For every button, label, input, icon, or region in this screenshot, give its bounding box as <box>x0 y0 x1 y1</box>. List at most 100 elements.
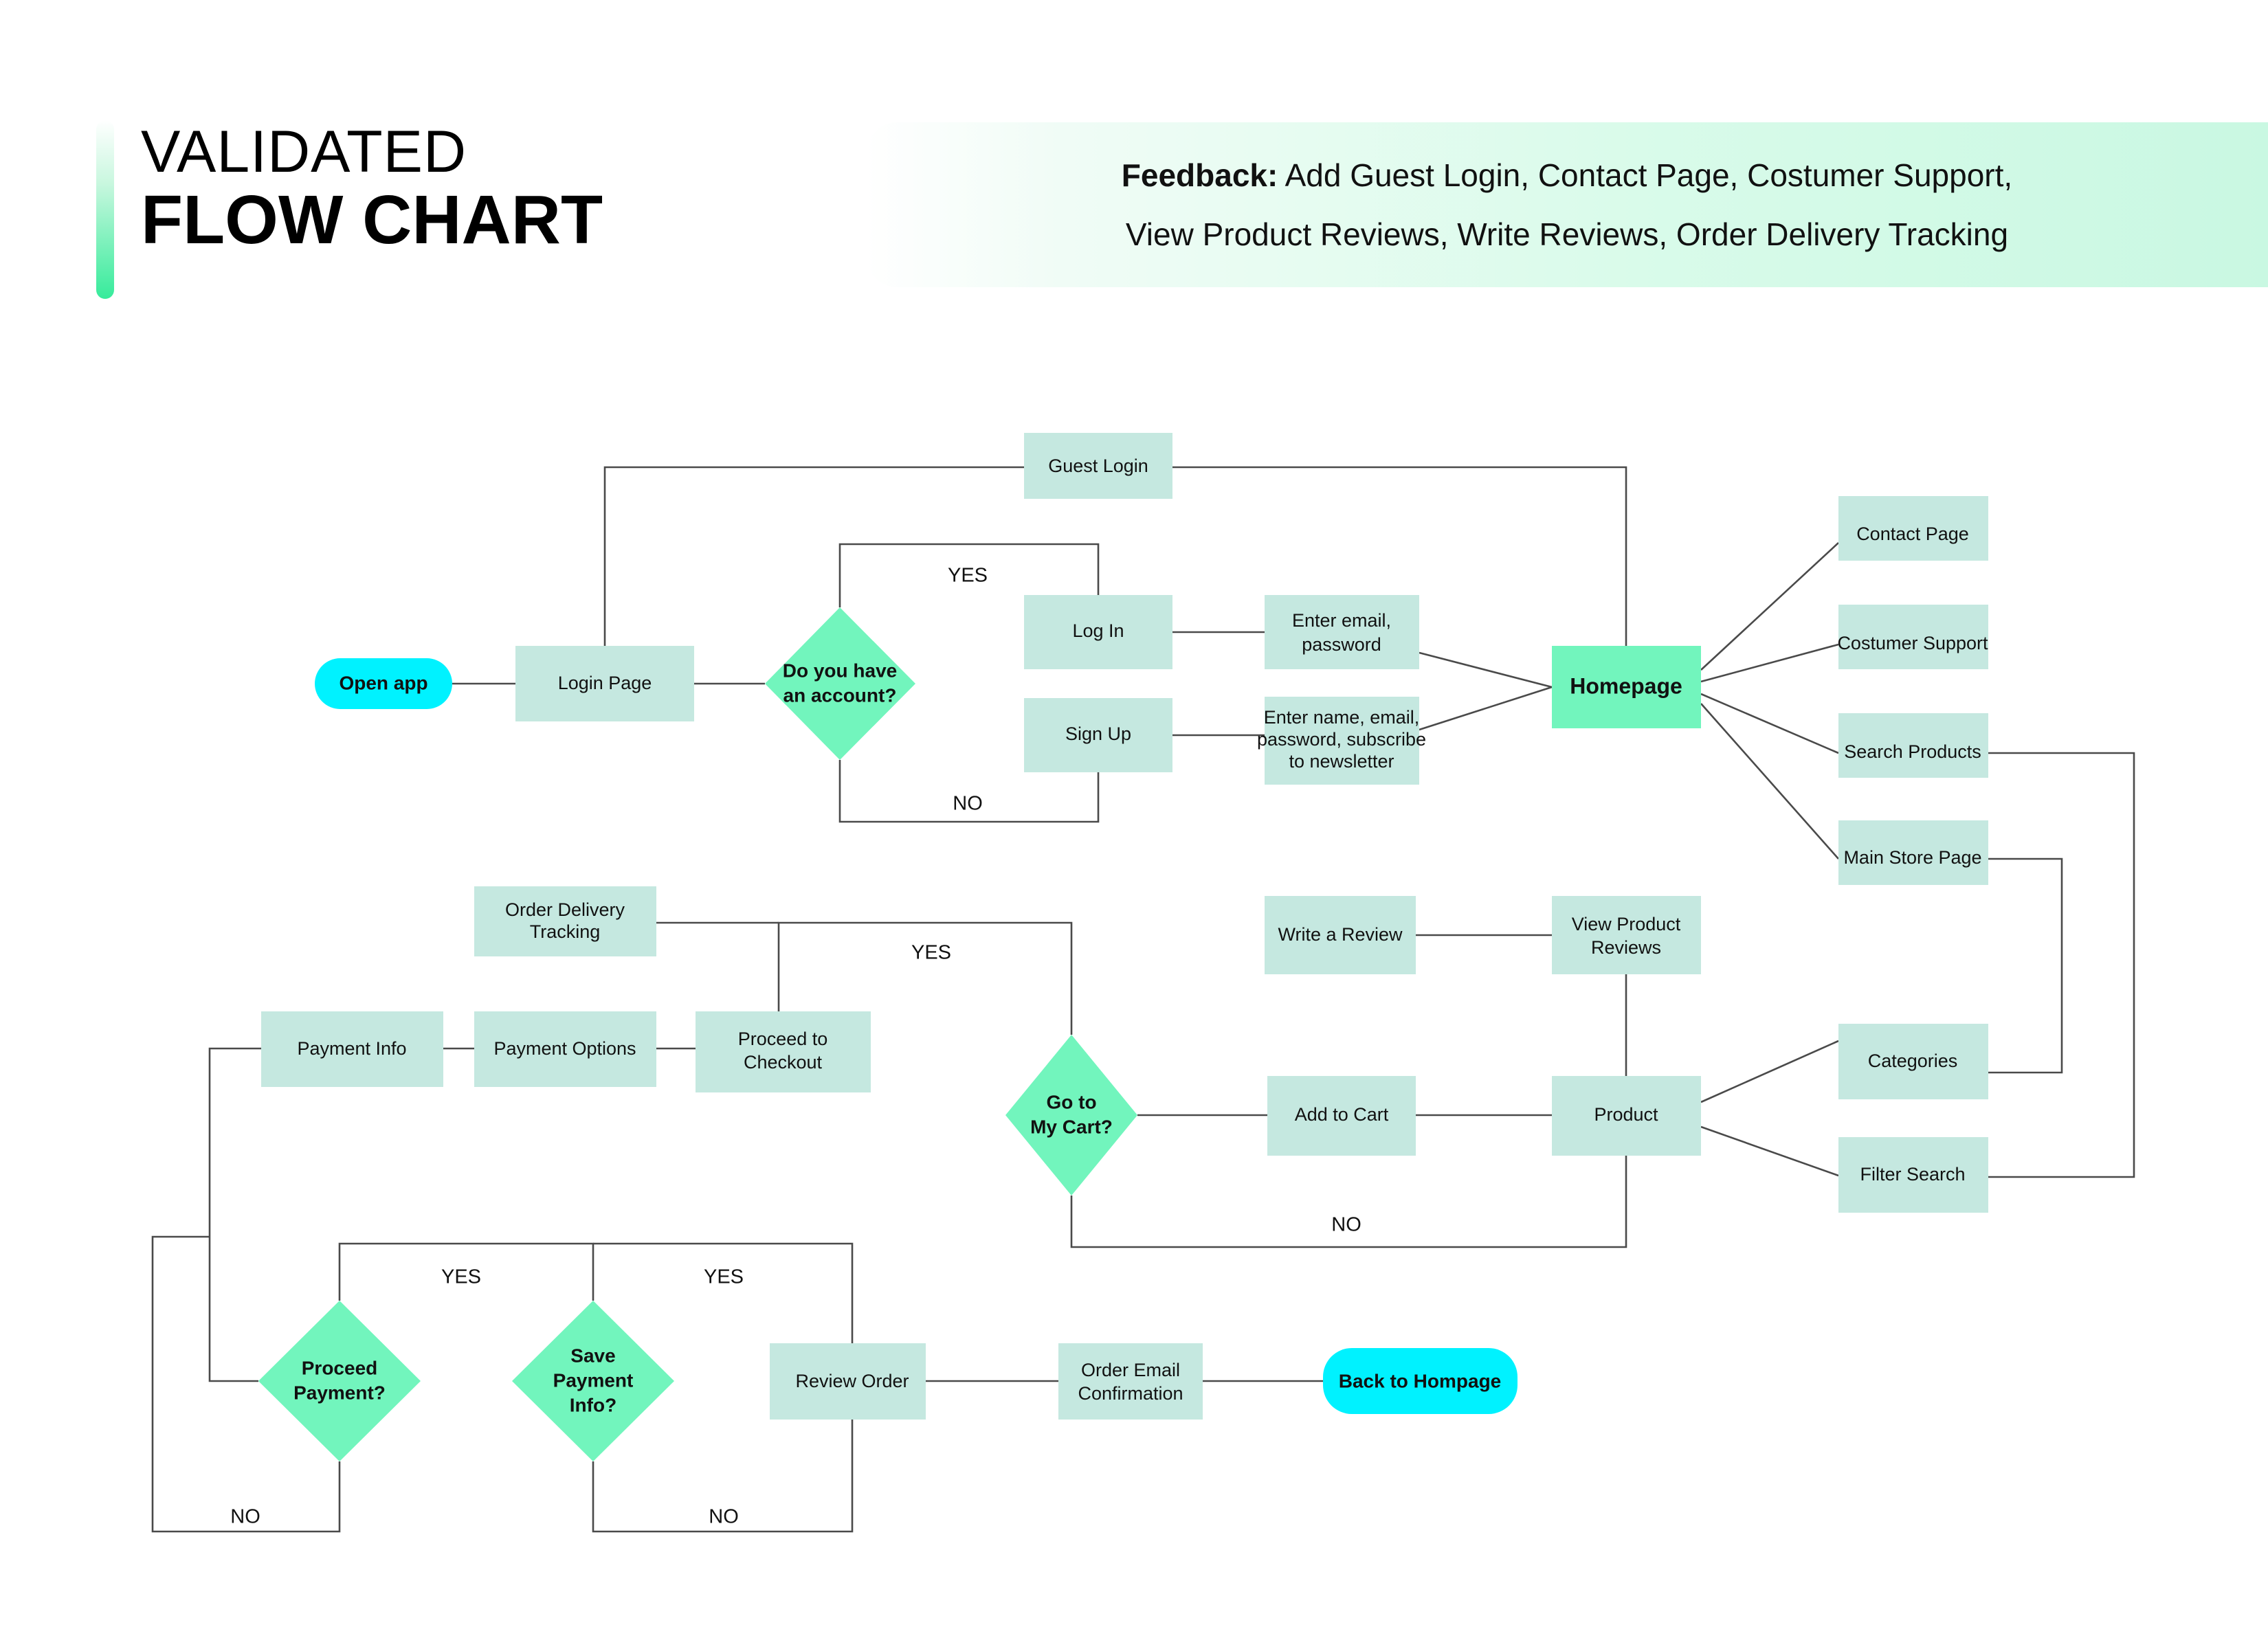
node-view-product-reviews-label-line2: Reviews <box>1591 937 1661 958</box>
node-layer: Open app Login Page Do you have an accou… <box>258 433 1988 1461</box>
edge-label-no-proceed-payment: NO <box>230 1506 260 1528</box>
node-proceed-to-checkout-shape[interactable] <box>696 1011 871 1092</box>
node-review-order-shape[interactable] <box>770 1343 926 1420</box>
feedback-line-2: View Product Reviews, Write Reviews, Ord… <box>1125 216 2009 252</box>
node-have-account-label-line1: Do you have <box>783 660 897 681</box>
node-open-app-label: Open app <box>339 672 427 693</box>
node-contact-page-label: Contact Page <box>1856 524 1969 544</box>
node-add-to-cart[interactable]: Add to Cart <box>1267 1076 1416 1156</box>
node-proceed-payment[interactable]: Proceed Payment? <box>258 1301 421 1461</box>
node-go-to-my-cart-label-line1: Go to <box>1046 1091 1096 1112</box>
node-proceed-payment-shape[interactable] <box>258 1301 421 1461</box>
node-product[interactable]: Product <box>1552 1076 1701 1156</box>
node-add-to-cart-shape[interactable] <box>1267 1076 1416 1156</box>
node-have-account-shape[interactable] <box>765 607 915 760</box>
node-enter-name-label-line3: to newsletter <box>1289 751 1394 772</box>
node-log-in[interactable]: Log In <box>1024 595 1172 669</box>
edge-homepage-to-main-store-page <box>1700 703 1839 860</box>
node-product-shape[interactable] <box>1552 1076 1701 1156</box>
node-review-order[interactable]: Review Order <box>770 1343 926 1420</box>
node-main-store-page-label: Main Store Page <box>1843 847 1981 868</box>
node-categories-label: Categories <box>1868 1051 1958 1071</box>
node-sign-up-label: Sign Up <box>1065 723 1131 744</box>
node-guest-login-shape[interactable] <box>1024 433 1172 499</box>
node-view-product-reviews-label-line1: View Product <box>1572 914 1681 934</box>
node-main-store-page-shape[interactable] <box>1838 820 1988 885</box>
node-write-a-review-shape[interactable] <box>1265 896 1416 974</box>
node-proceed-to-checkout[interactable]: Proceed to Checkout <box>696 1011 871 1092</box>
node-open-app[interactable]: Open app <box>315 658 452 709</box>
node-enter-email-label-line2: password <box>1302 634 1381 655</box>
node-product-label: Product <box>1594 1104 1658 1125</box>
node-enter-name-label-line2: password, subscribe <box>1257 729 1426 750</box>
node-write-a-review[interactable]: Write a Review <box>1265 896 1416 974</box>
node-enter-name-shape[interactable] <box>1265 697 1419 785</box>
node-homepage-shape[interactable] <box>1552 646 1701 728</box>
node-homepage[interactable]: Homepage <box>1552 646 1701 728</box>
node-go-to-my-cart-shape[interactable] <box>1005 1035 1137 1196</box>
node-enter-email[interactable]: Enter email, password <box>1265 595 1419 669</box>
node-enter-name[interactable]: Enter name, email, password, subscribe t… <box>1257 697 1426 785</box>
node-save-payment-info-shape[interactable] <box>512 1301 674 1461</box>
edge-homepage-to-contact-page <box>1700 542 1839 671</box>
node-view-product-reviews-shape[interactable] <box>1552 896 1701 974</box>
edge-enter-name-to-homepage <box>1419 686 1553 731</box>
node-filter-search[interactable]: Filter Search <box>1838 1137 1988 1213</box>
node-search-products-shape[interactable] <box>1838 713 1988 778</box>
edge-save-payment-yes-to-review-order <box>593 1242 854 1343</box>
node-categories-shape[interactable] <box>1838 1024 1988 1099</box>
node-login-page[interactable]: Login Page <box>515 646 694 721</box>
node-log-in-label: Log In <box>1072 620 1124 641</box>
node-sign-up[interactable]: Sign Up <box>1024 698 1172 772</box>
node-payment-info-shape[interactable] <box>261 1011 443 1087</box>
node-guest-login[interactable]: Guest Login <box>1024 433 1172 499</box>
node-have-account[interactable]: Do you have an account? <box>765 607 915 760</box>
node-order-email-confirmation-shape[interactable] <box>1058 1343 1203 1420</box>
node-log-in-shape[interactable] <box>1024 595 1172 669</box>
node-order-email-confirmation[interactable]: Order Email Confirmation <box>1058 1343 1203 1420</box>
node-enter-email-shape[interactable] <box>1265 595 1419 669</box>
node-payment-options[interactable]: Payment Options <box>474 1011 656 1087</box>
node-contact-page-shape[interactable] <box>1838 496 1988 561</box>
edge-homepage-to-search-products <box>1700 693 1839 754</box>
node-go-to-my-cart[interactable]: Go to My Cart? <box>1005 1035 1137 1196</box>
node-payment-info-label: Payment Info <box>297 1038 406 1059</box>
page-title: VALIDATED FLOW CHART <box>141 122 603 258</box>
node-search-products[interactable]: Search Products <box>1838 713 1988 778</box>
node-proceed-payment-label-line1: Proceed <box>302 1357 378 1378</box>
feedback-line-1-rest: Add Guest Login, Contact Page, Costumer … <box>1278 157 2013 193</box>
node-filter-search-shape[interactable] <box>1838 1137 1988 1213</box>
feedback-line-1: Feedback: Add Guest Login, Contact Page,… <box>1122 159 2012 191</box>
node-main-store-page[interactable]: Main Store Page <box>1838 820 1988 885</box>
edge-label-no-save-payment: NO <box>709 1506 739 1528</box>
node-costumer-support[interactable]: Costumer Support <box>1837 605 1988 669</box>
node-order-delivery-tracking-label-line1: Order Delivery <box>505 899 625 920</box>
node-order-delivery-tracking[interactable]: Order Delivery Tracking <box>474 886 656 956</box>
node-costumer-support-label: Costumer Support <box>1837 633 1988 653</box>
node-open-app-shape[interactable] <box>315 658 452 709</box>
node-back-to-hompage[interactable]: Back to Hompage <box>1323 1348 1517 1414</box>
edge-decision-no-to-signup <box>838 760 1100 823</box>
edge-label-yes-go-to-cart: YES <box>911 942 951 964</box>
title-line-flow-chart: FLOW CHART <box>141 181 603 258</box>
node-order-delivery-tracking-shape[interactable] <box>474 886 656 956</box>
node-payment-info[interactable]: Payment Info <box>261 1011 443 1087</box>
node-homepage-label: Homepage <box>1570 673 1682 698</box>
edge-search-products-to-filter-search <box>1988 752 2135 1178</box>
node-save-payment-info[interactable]: Save Payment Info? <box>512 1301 674 1461</box>
node-categories[interactable]: Categories <box>1838 1024 1988 1099</box>
node-payment-options-shape[interactable] <box>474 1011 656 1087</box>
node-payment-options-label: Payment Options <box>493 1038 636 1059</box>
node-contact-page[interactable]: Contact Page <box>1838 496 1988 561</box>
node-sign-up-shape[interactable] <box>1024 698 1172 772</box>
node-costumer-support-shape[interactable] <box>1838 605 1988 669</box>
edge-guest-login-to-homepage <box>1172 466 1627 646</box>
edge-save-payment-no-to-review-order <box>592 1420 854 1533</box>
node-login-page-shape[interactable] <box>515 646 694 721</box>
title-accent-bar <box>96 120 114 299</box>
node-view-product-reviews[interactable]: View Product Reviews <box>1552 896 1701 974</box>
node-back-to-hompage-shape[interactable] <box>1323 1348 1517 1414</box>
node-save-payment-info-label-line3: Info? <box>570 1394 616 1415</box>
node-save-payment-info-label-line1: Save <box>570 1345 615 1366</box>
edge-go-to-cart-no-to-product <box>1070 1156 1627 1248</box>
